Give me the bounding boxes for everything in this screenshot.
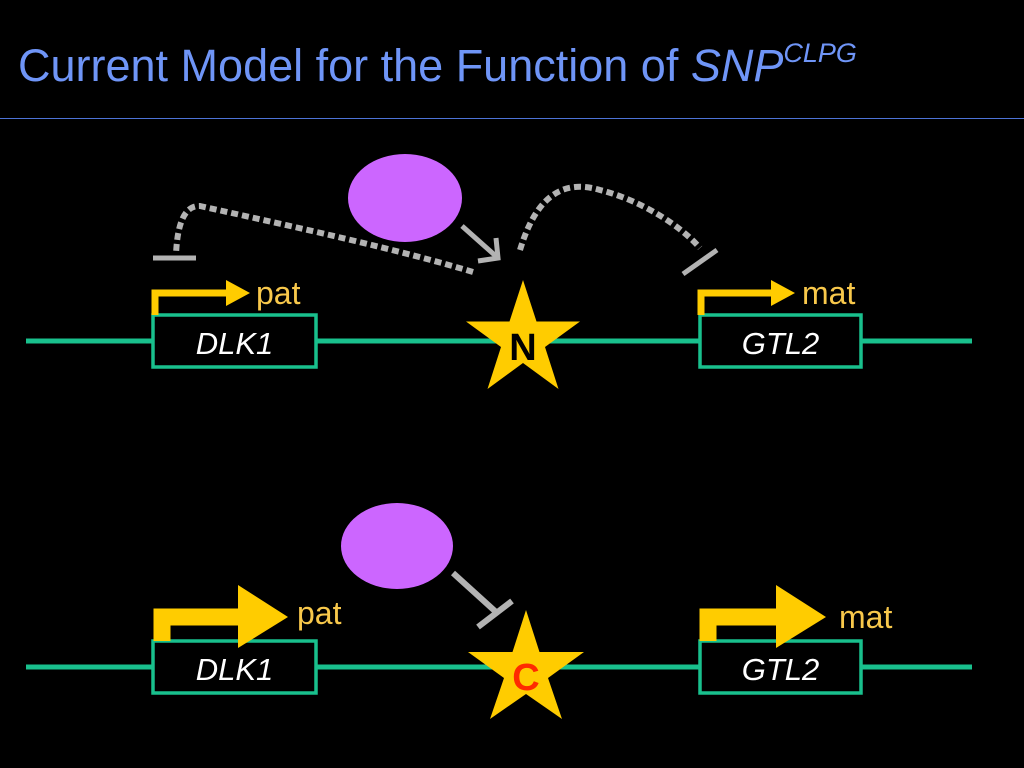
top-regulator-protein <box>348 154 462 242</box>
bottom-snp-star: C <box>468 610 584 719</box>
bottom-panel: DLK1 GTL2 pat mat C <box>26 503 972 719</box>
title-gene: SNP <box>690 40 784 91</box>
bottom-inhibition-icon <box>450 570 514 630</box>
top-dlk1-gene-box: DLK1 <box>151 313 318 369</box>
top-activation-arrow-icon <box>460 224 501 264</box>
bottom-pat-promoter-arrow-icon <box>153 585 288 648</box>
bottom-regulator-protein <box>341 503 453 589</box>
top-dlk1-label: DLK1 <box>196 326 274 361</box>
bottom-dlk1-gene-box: DLK1 <box>151 639 318 695</box>
top-mat-label: mat <box>802 275 855 311</box>
bottom-gtl2-label: GTL2 <box>742 652 820 687</box>
top-snp-allele: N <box>509 327 536 369</box>
top-inhibition-link-dlk1-icon <box>153 203 474 275</box>
top-mat-promoter-arrow-icon <box>697 280 795 315</box>
top-inhibition-link-gtl2-icon <box>517 183 719 277</box>
bottom-dlk1-label: DLK1 <box>196 652 274 687</box>
bottom-mat-label: mat <box>839 599 892 635</box>
top-pat-promoter-arrow-icon <box>151 280 250 315</box>
bottom-gtl2-gene-box: GTL2 <box>698 639 863 695</box>
slide-title: Current Model for the Function of SNPCLP… <box>18 38 857 92</box>
top-gtl2-label: GTL2 <box>742 326 820 361</box>
top-gtl2-gene-box: GTL2 <box>698 313 863 369</box>
bottom-snp-allele: C <box>512 657 539 699</box>
top-snp-star: N <box>466 280 580 389</box>
top-pat-label: pat <box>256 275 301 311</box>
title-superscript: CLPG <box>783 38 857 68</box>
bottom-pat-label: pat <box>297 595 342 631</box>
title-divider <box>0 118 1024 119</box>
top-panel: DLK1 GTL2 pat mat N <box>26 154 972 389</box>
title-text: Current Model for the Function of <box>18 40 691 91</box>
bottom-mat-promoter-arrow-icon <box>699 585 826 648</box>
